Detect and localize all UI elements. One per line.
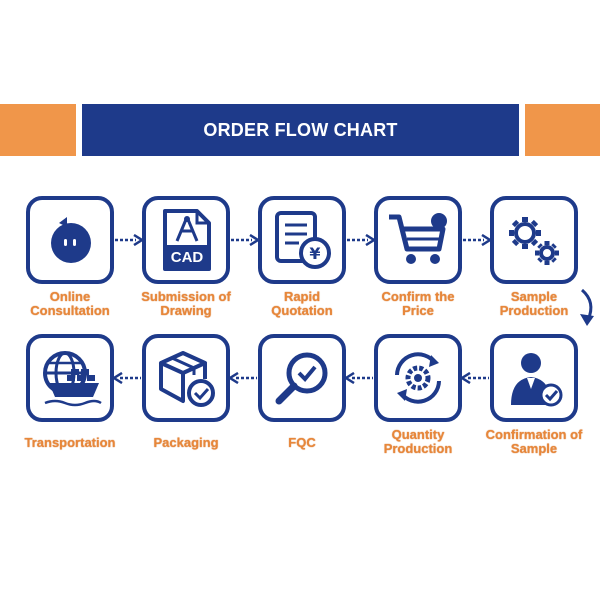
step-label: Online Consultation (30, 289, 110, 318)
step-label: FQC (288, 435, 316, 450)
step-label: Quantity Production (383, 427, 453, 456)
flow-arrow-left (344, 372, 374, 384)
page-title: ORDER FLOW CHART (203, 119, 398, 140)
production-cycle-icon (395, 352, 441, 404)
flow-arrow-left (112, 372, 142, 384)
step-label: Rapid Quotation (271, 289, 333, 318)
step-label: Packaging (153, 435, 219, 450)
step-rapid-quotation: ¥ (258, 196, 346, 284)
step-label: Transportation (24, 435, 116, 450)
flow-arrow-left (460, 372, 490, 384)
step-transportation (26, 334, 114, 422)
step-confirmation-of-sample (490, 334, 578, 422)
flow-arrow-right (462, 234, 492, 246)
shopping-cart-icon (389, 213, 447, 264)
flow-arrow-right (114, 234, 144, 246)
header-accent-left (0, 104, 76, 156)
cad-file-icon: CAD (163, 209, 211, 271)
magnifier-check-icon (275, 352, 328, 405)
chat-bubble-icon (51, 217, 91, 263)
step-packaging (142, 334, 230, 422)
step-label: Sample Production (499, 289, 569, 318)
package-check-icon (159, 351, 215, 407)
step-label: Confirmation of Sample (485, 427, 583, 456)
step-online-consultation (26, 196, 114, 284)
quotation-document-icon: ¥ (275, 211, 331, 269)
flow-arrow-right (230, 234, 260, 246)
gears-icon (509, 217, 559, 265)
flow-arrow-left (228, 372, 258, 384)
step-submission-of-drawing: CAD (142, 196, 230, 284)
flow-arrow-right (346, 234, 376, 246)
globe-ship-icon (43, 351, 102, 407)
step-confirm-the-price (374, 196, 462, 284)
header-accent-right (525, 104, 600, 156)
svg-text:CAD: CAD (171, 249, 204, 266)
step-label: Submission of Drawing (141, 289, 231, 318)
flow-arrow-curve-down (580, 288, 594, 326)
approved-person-icon (511, 353, 563, 407)
header-banner: ORDER FLOW CHART (82, 104, 519, 156)
svg-text:¥: ¥ (309, 244, 320, 263)
step-quantity-production (374, 334, 462, 422)
step-label: Confirm the Price (381, 289, 455, 318)
step-sample-production (490, 196, 578, 284)
step-fqc (258, 334, 346, 422)
